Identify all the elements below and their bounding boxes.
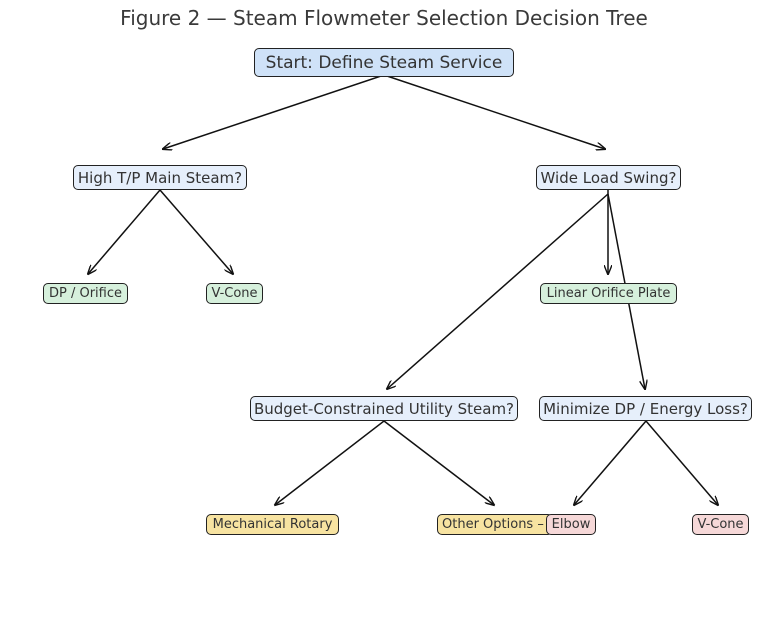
edge-high-tp-vcone [159,189,233,274]
node-high-tp-main-steam: High T/P Main Steam? [73,165,247,190]
edge-root-high-tp [163,74,385,149]
leaf-vcone-min-dp: V-Cone [692,514,749,535]
node-minimize-dp: Minimize DP / Energy Loss? [539,396,752,421]
leaf-vcone-high-tp: V-Cone [206,283,263,304]
edge-min-dp-elbow [574,420,647,505]
node-start: Start: Define Steam Service [254,48,514,77]
leaf-dp-orifice: DP / Orifice [43,283,128,304]
leaf-mechanical-rotary: Mechanical Rotary [206,514,339,535]
edge-min-dp-vcone [645,420,718,505]
node-budget-constrained: Budget-Constrained Utility Steam? [250,396,518,421]
leaf-elbow: Elbow [546,514,596,535]
leaf-other-options: Other Options – [437,514,553,535]
leaf-linear-orifice-plate: Linear Orifice Plate [540,283,677,304]
edge-root-wide-load [383,74,605,149]
edge-wide-load-budget [387,193,609,389]
edge-high-tp-dp-orifice [88,189,161,274]
edge-budget-other-options [383,420,494,505]
edge-budget-mech-rotary [275,420,385,505]
node-wide-load-swing: Wide Load Swing? [536,165,681,190]
diagram-title: Figure 2 — Steam Flowmeter Selection Dec… [120,6,648,30]
